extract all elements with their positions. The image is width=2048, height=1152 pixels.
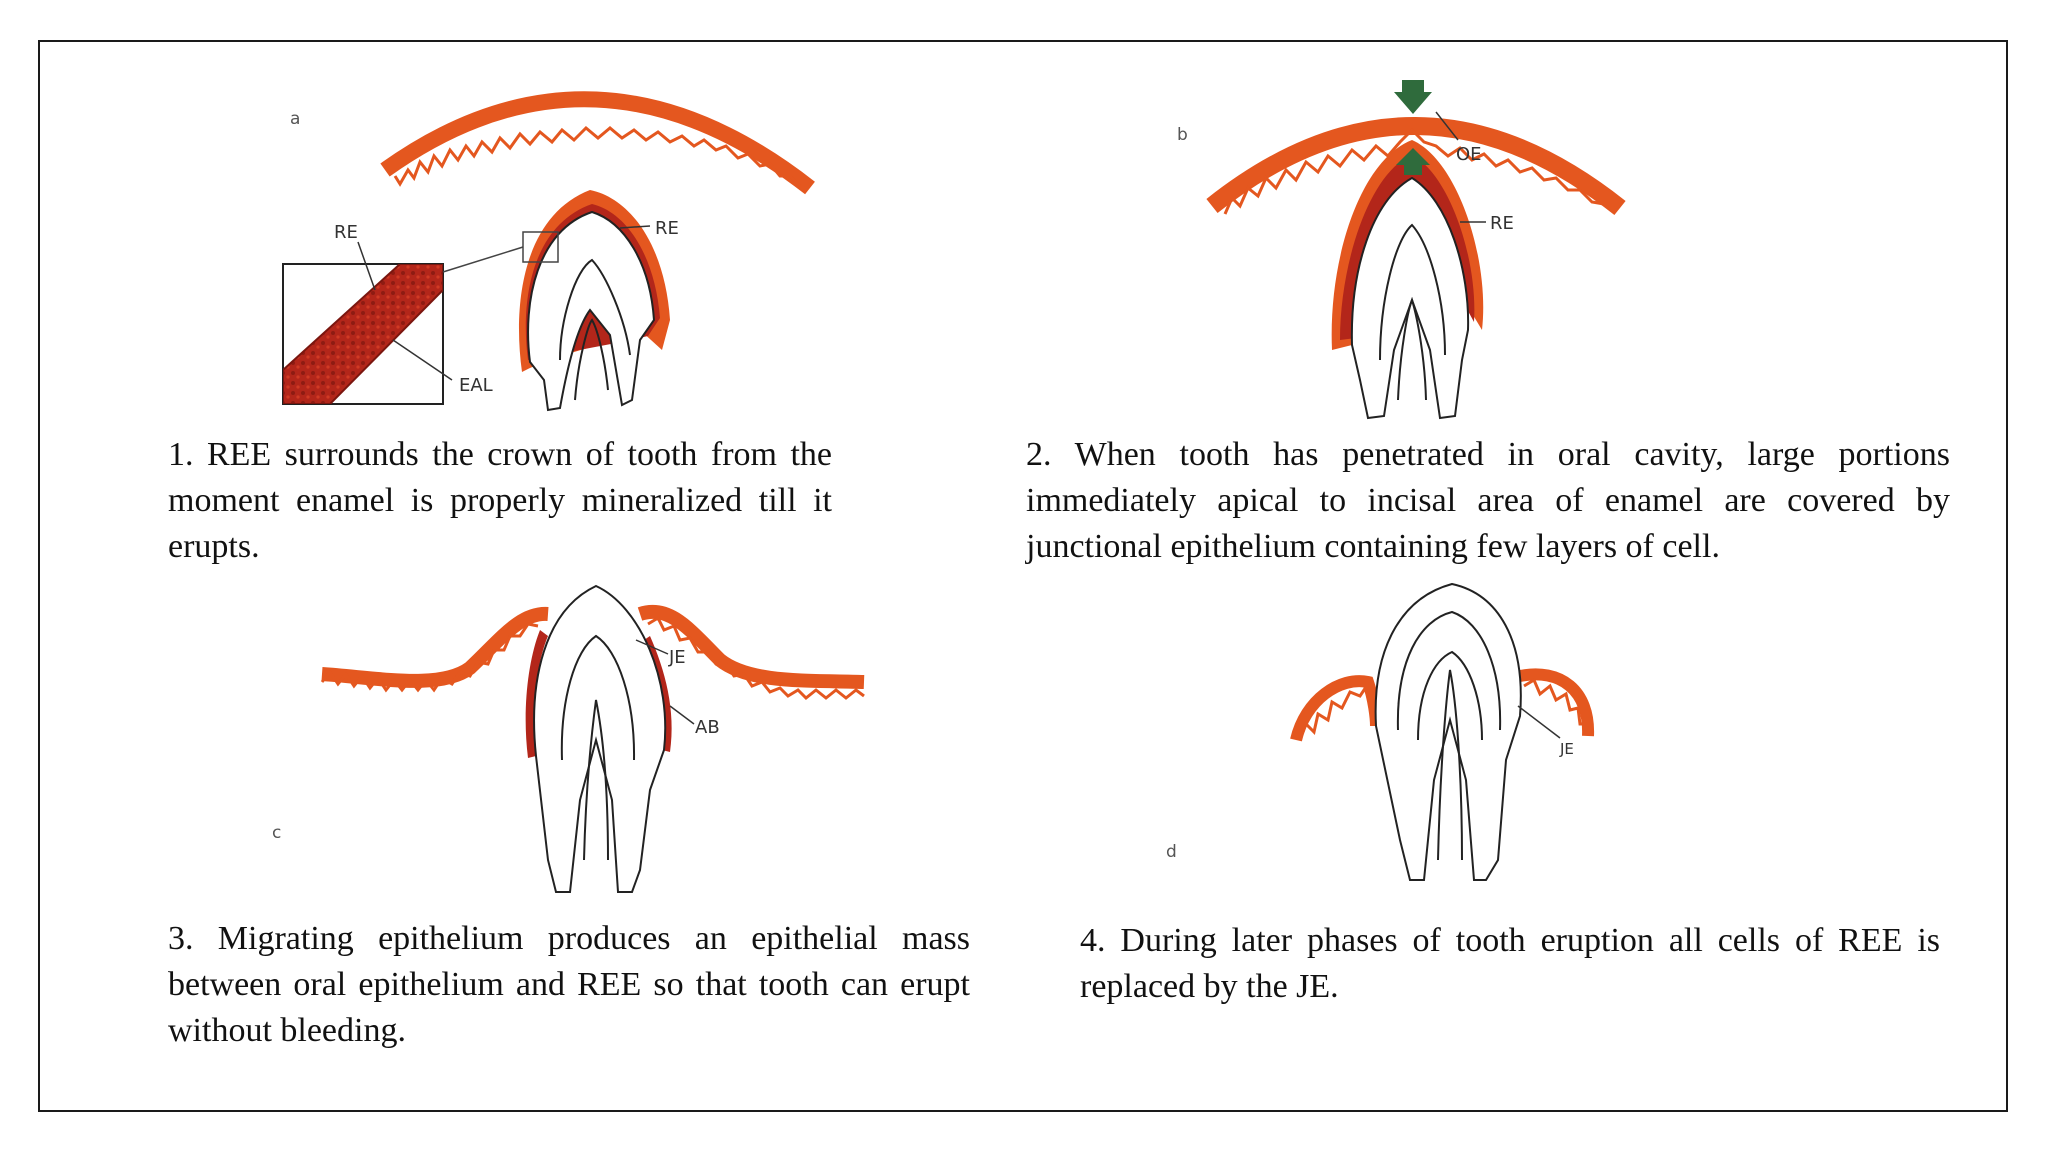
arrow-down xyxy=(1394,80,1432,114)
label-je: JE xyxy=(1559,740,1574,758)
label-ab: AB xyxy=(695,717,720,738)
panel-c-letter: c xyxy=(272,823,281,843)
label-eal: EAL xyxy=(459,375,493,396)
tooth-a-crown xyxy=(527,210,656,412)
panel-d: d JE xyxy=(1166,582,1595,881)
panel-b-letter: b xyxy=(1177,125,1188,145)
panel-b: b OE RE xyxy=(1177,80,1626,420)
label-re-inset: RE xyxy=(334,222,358,243)
caption-2: 2. When tooth has penetrated in oral cav… xyxy=(1026,436,1950,565)
caption-3: 3. Migrating epithelium produces an epit… xyxy=(168,920,970,1049)
panel-a: a RE RE EAL xyxy=(282,91,815,412)
oral-epithelium-arc xyxy=(1206,117,1626,216)
caption-4: 4. During later phases of tooth eruption… xyxy=(1080,922,1940,1005)
panel-a-letter: a xyxy=(290,109,300,129)
oral-epithelium-left xyxy=(321,606,549,688)
tooth-c xyxy=(533,584,667,893)
label-je: JE xyxy=(668,647,686,668)
oral-epithelium-right xyxy=(637,604,865,689)
oral-epithelium-right xyxy=(1518,668,1595,737)
panel-c: c JE AB xyxy=(272,584,865,893)
caption-1: 1. REE surrounds the crown of tooth from… xyxy=(168,436,832,565)
figure-frame xyxy=(38,40,2008,1112)
label-re: RE xyxy=(1490,213,1514,234)
panel-d-letter: d xyxy=(1166,842,1177,862)
label-oe: OE xyxy=(1456,144,1482,165)
tooth-d xyxy=(1374,582,1522,881)
label-re-tooth: RE xyxy=(655,218,679,239)
oral-epithelium-arc xyxy=(380,91,815,195)
arrow-up xyxy=(1396,148,1430,175)
